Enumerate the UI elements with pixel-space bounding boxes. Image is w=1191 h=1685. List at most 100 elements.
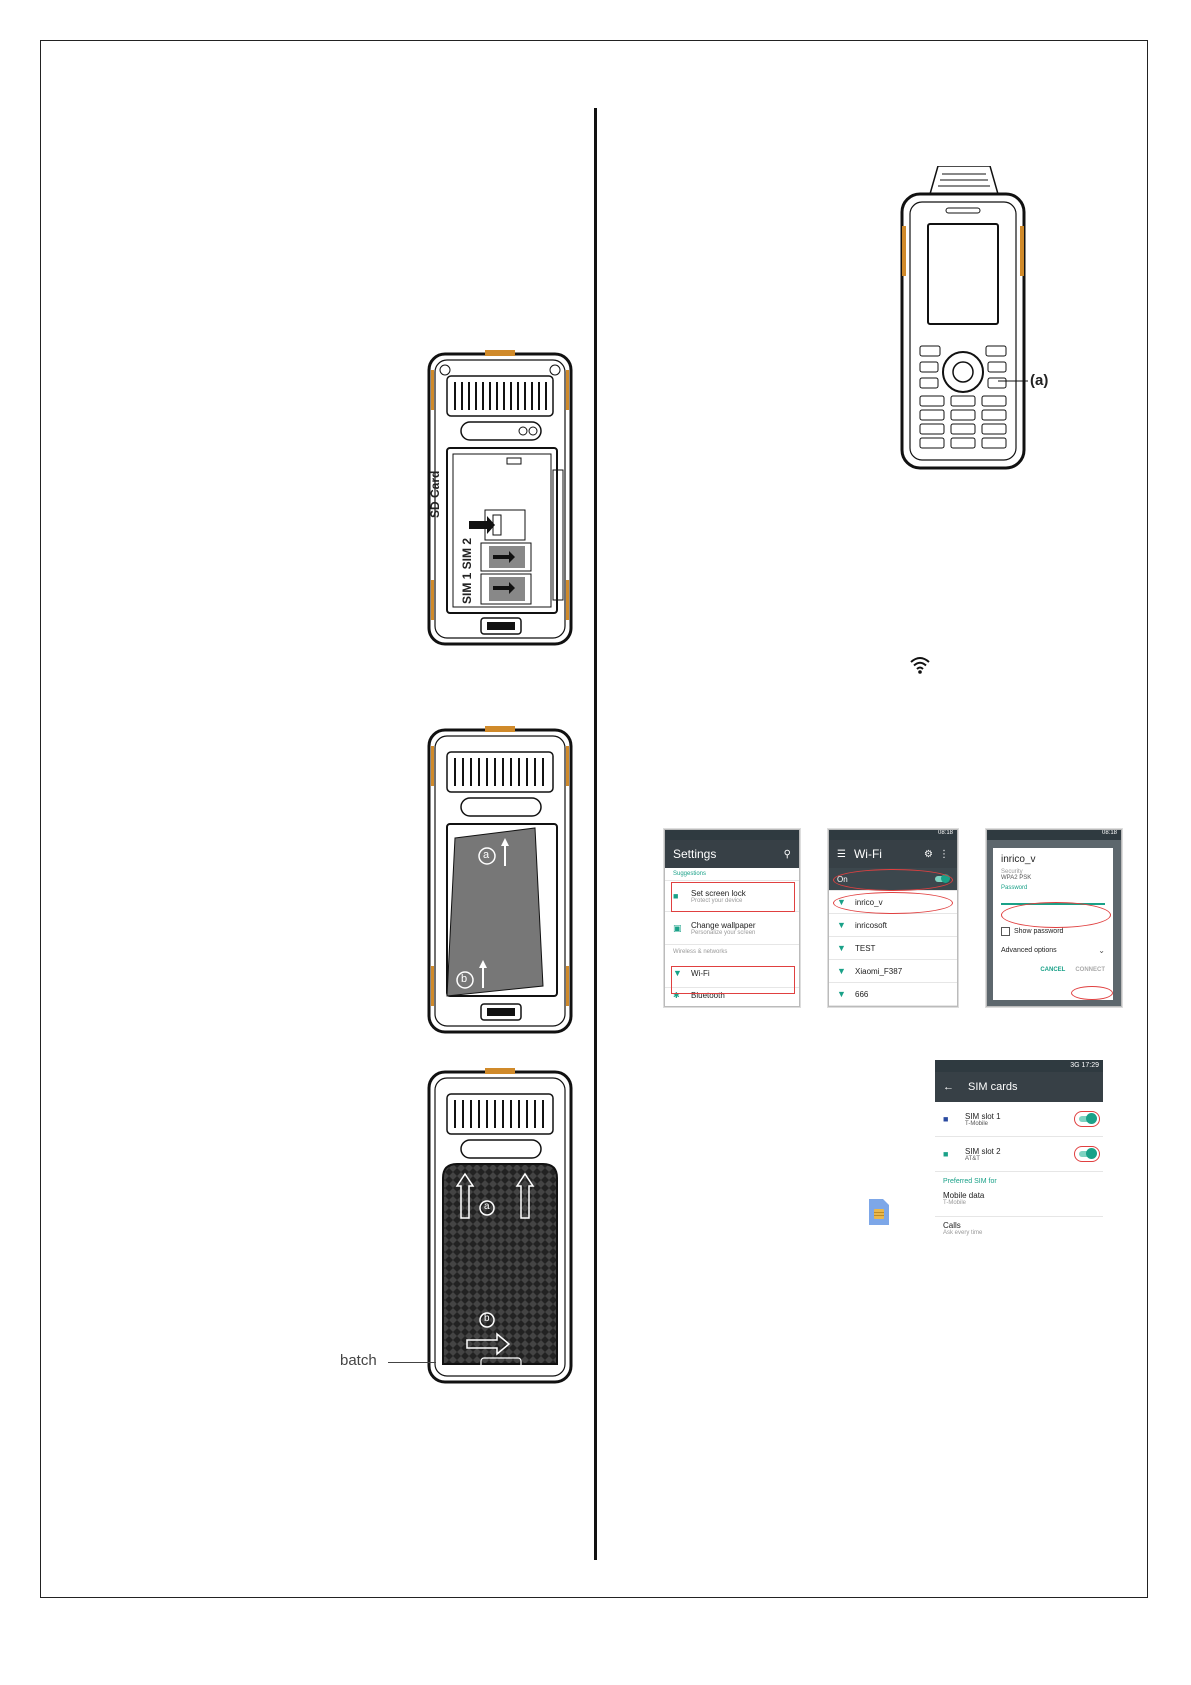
network-item[interactable]: ▼ inricosoft <box>829 914 957 937</box>
sim-slot-2-row[interactable]: ■ SIM slot 2 AT&T <box>935 1137 1103 1172</box>
change-wallpaper-sub: Personalize your screen <box>691 929 756 936</box>
batch-callout: batch <box>340 1352 377 1369</box>
battery-cover-diagram <box>425 1068 575 1386</box>
status-bar: 08:18 <box>829 830 957 840</box>
wallpaper-icon: ▣ <box>673 922 682 933</box>
gear-icon[interactable]: ⚙ <box>924 848 933 860</box>
search-icon[interactable]: ⚲ <box>783 848 791 860</box>
menu-icon[interactable]: ☰ <box>837 848 846 860</box>
column-divider <box>594 108 597 1560</box>
sim-cards-screenshot: 3G 17:29 ← SIM cards ■ SIM slot 1 T-Mobi… <box>935 1060 1103 1248</box>
settings-screenshot: Settings ⚲ Suggestions ■ Set screen lock… <box>664 829 800 1007</box>
calls-title: Calls <box>943 1221 961 1230</box>
wifi-password-screenshot: 08:18 inrico_v Security WPA2 PSK Passwor… <box>986 829 1122 1007</box>
security-value: WPA2 PSK <box>1001 875 1032 881</box>
dialog-ssid: inrico_v <box>1001 854 1036 865</box>
bluetooth-icon: ✱ <box>673 990 680 1000</box>
sim-slot-1-knob <box>1086 1113 1097 1124</box>
wifi-title: Wi-Fi <box>853 847 882 861</box>
phone-callout-a: (a) <box>1030 372 1049 389</box>
sim-slot-2-title: SIM slot 2 <box>965 1146 1001 1156</box>
sim-header: ← SIM cards <box>935 1072 1103 1102</box>
wifi-signal-icon: ▼ <box>837 989 846 999</box>
lock-icon: ■ <box>673 891 679 901</box>
sim-slot-1-title: SIM slot 1 <box>965 1111 1001 1121</box>
wifi-signal-icon: ▼ <box>837 920 846 930</box>
connect-button[interactable]: CONNECT <box>1075 967 1105 973</box>
suggestions-label: Suggestions <box>673 871 707 877</box>
network-name: TEST <box>855 943 876 953</box>
network-name: inricosoft <box>855 920 888 930</box>
sim-slot-label: SIM 1 SIM 2 <box>460 537 474 604</box>
mobile-data-row[interactable]: Mobile data T-Mobile <box>935 1187 1103 1217</box>
sim-status-bar: 3G 17:29 <box>935 1060 1103 1072</box>
calls-row[interactable]: Calls Ask every time <box>935 1217 1103 1247</box>
chevron-down-icon: ⌄ <box>1098 946 1105 955</box>
network-item[interactable]: ▼ 666 <box>829 983 957 1006</box>
highlight-screen-lock <box>671 882 795 912</box>
show-password-checkbox[interactable] <box>1001 927 1010 936</box>
advanced-options-label: Advanced options <box>1001 947 1057 954</box>
cover-mark-a: a <box>484 1201 490 1212</box>
wifi-list-screenshot: 08:18 ☰ Wi-Fi ⚙ ⋮ On ▼inrico_v ▼inricoso… <box>828 829 958 1007</box>
batch-callout-line <box>388 1362 436 1363</box>
show-password-row[interactable]: Show password <box>1001 927 1105 936</box>
wifi-item[interactable]: ▼ Wi-Fi <box>665 959 799 988</box>
network-item[interactable]: ▼ TEST <box>829 937 957 960</box>
sim-status-text: 3G 17:29 <box>1070 1062 1099 1069</box>
network-name: Xiaomi_F387 <box>855 966 903 976</box>
sim-slot-1-icon: ■ <box>943 1114 949 1124</box>
highlight-connect <box>1071 986 1113 1000</box>
sim-slot-2-icon: ■ <box>943 1149 949 1159</box>
bluetooth-item-label: Bluetooth <box>691 990 725 1000</box>
mobile-data-sub: T-Mobile <box>943 1200 967 1206</box>
preferred-sim-label: Preferred SIM for <box>943 1178 997 1185</box>
sim-slot-2-knob <box>1086 1148 1097 1159</box>
highlight-toggle <box>833 869 953 891</box>
settings-title: Settings <box>673 847 717 861</box>
highlight-password <box>1001 902 1111 928</box>
security-label: Security <box>1001 869 1023 875</box>
set-screen-lock-sub: Protect your device <box>691 897 743 904</box>
wifi-signal-icon: ▼ <box>837 943 846 953</box>
change-wallpaper-item[interactable]: ▣ Change wallpaper Personalize your scre… <box>665 912 799 945</box>
status-time: 08:18 <box>937 830 953 836</box>
highlight-network <box>833 892 953 914</box>
sim-slot-1-sub: T-Mobile <box>965 1120 989 1127</box>
network-name: 666 <box>855 989 869 999</box>
wifi-small-icon: ▼ <box>673 968 682 978</box>
bluetooth-item[interactable]: ✱ Bluetooth <box>665 988 799 1002</box>
sim-card-icon <box>867 1197 891 1227</box>
sim-title: SIM cards <box>968 1081 1018 1093</box>
wifi-icon <box>910 656 930 674</box>
status-bar: 08:18 <box>987 830 1121 840</box>
battery-insert-diagram <box>425 726 575 1036</box>
set-screen-lock-title: Set screen lock <box>691 888 746 898</box>
wifi-item-label: Wi-Fi <box>691 968 710 978</box>
settings-header: Settings ⚲ <box>665 840 799 868</box>
sim-slot-1-row[interactable]: ■ SIM slot 1 T-Mobile <box>935 1102 1103 1137</box>
back-arrow-icon[interactable]: ← <box>943 1081 954 1093</box>
mark-b: b <box>461 973 468 985</box>
more-icon[interactable]: ⋮ <box>939 848 949 860</box>
status-time: 08:18 <box>1101 830 1117 836</box>
wireless-section-label: Wireless & networks <box>673 949 728 955</box>
change-wallpaper-title: Change wallpaper <box>691 920 756 930</box>
page-border <box>40 40 1148 1598</box>
calls-sub: Ask every time <box>943 1230 983 1236</box>
show-password-label: Show password <box>1014 928 1064 935</box>
sim-slot-1-toggle[interactable] <box>1074 1111 1100 1127</box>
cancel-button[interactable]: CANCEL <box>1040 967 1066 973</box>
sim-slot-2-sub: AT&T <box>965 1155 980 1162</box>
advanced-options-row[interactable]: Advanced options ⌄ <box>1001 946 1105 955</box>
status-bar <box>665 830 799 840</box>
sim-slot-2-toggle[interactable] <box>1074 1146 1100 1162</box>
wifi-signal-icon: ▼ <box>837 966 846 976</box>
highlight-wifi <box>671 966 795 994</box>
password-label: Password <box>1001 885 1028 891</box>
mobile-data-title: Mobile data <box>943 1191 985 1200</box>
sim-sd-slot-diagram <box>425 350 575 648</box>
network-item[interactable]: ▼ Xiaomi_F387 <box>829 960 957 983</box>
phone-front-diagram <box>898 166 1028 472</box>
sd-card-label: SD Card <box>428 470 442 518</box>
